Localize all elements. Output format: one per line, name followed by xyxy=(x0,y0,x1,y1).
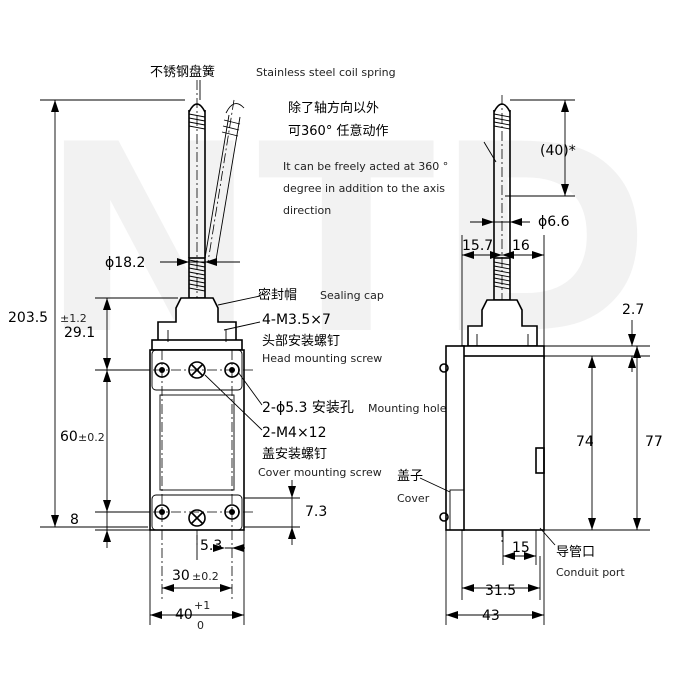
rotation-label-en-2: degree in addition to the axis xyxy=(283,182,445,195)
rotation-label-en-3: direction xyxy=(283,204,331,217)
rotation-label-cn-1: 除了轴方向以外 xyxy=(288,100,379,116)
mounting-hole-label-en: Mounting hole xyxy=(368,402,447,415)
dim-phi-6-6: ϕ6.6 xyxy=(538,214,570,230)
rotation-label-cn-2: 可360° 任意动作 xyxy=(288,123,388,139)
head-screw-label-cn: 头部安装螺钉 xyxy=(262,334,340,349)
spring-label-en: Stainless steel coil spring xyxy=(256,66,396,79)
dim-29-1: 29.1 xyxy=(64,325,95,341)
dim-203-5: 203.5 xyxy=(8,310,48,326)
head-screw-label-en: Head mounting screw xyxy=(262,352,382,365)
dim-40-star: (40)* xyxy=(540,143,576,159)
cover-screw-spec: 2-M4×12 xyxy=(262,425,327,441)
dim-43: 43 xyxy=(482,608,500,624)
dim-60: 60 xyxy=(60,429,78,445)
conduit-label-cn: 导管口 xyxy=(556,545,595,560)
mounting-hole-label-cn: 2-ϕ5.3 安装孔 xyxy=(262,400,354,416)
head-screw-spec: 4-M3.5×7 xyxy=(262,312,331,328)
cover-screw-label-en: Cover mounting screw xyxy=(258,466,382,479)
conduit-label-en: Conduit port xyxy=(556,566,625,579)
sealing-cap-label-cn: 密封帽 xyxy=(258,287,297,303)
side-dimensions xyxy=(419,99,650,625)
dim-31-5: 31.5 xyxy=(485,583,516,599)
cover-label-cn: 盖子 xyxy=(397,469,423,484)
dim-8: 8 xyxy=(70,512,79,528)
watermark-text: NTD xyxy=(40,90,651,392)
dim-40: 40 xyxy=(175,607,193,623)
dim-2-7: 2.7 xyxy=(622,302,644,318)
dim-phi-18-2: ϕ18.2 xyxy=(105,255,145,271)
dim-60-tol: ±0.2 xyxy=(78,431,105,444)
dim-74: 74 xyxy=(576,434,594,450)
dim-7-3: 7.3 xyxy=(305,504,327,520)
dim-15-7: 15.7 xyxy=(462,238,493,254)
dim-40-upper-tol: +1 xyxy=(194,599,210,612)
dim-30-tol: ±0.2 xyxy=(192,570,219,583)
cover-screw-label-cn: 盖安装螺钉 xyxy=(262,447,327,462)
spring-label-cn: 不锈钢盘簧 xyxy=(150,64,215,80)
dim-5-3: 5.3 xyxy=(200,538,222,554)
cover-label-en: Cover xyxy=(397,492,430,505)
dim-203-5-tol: ±1.2 xyxy=(60,312,87,325)
dim-16: 16 xyxy=(512,238,530,254)
sealing-cap-label-en: Sealing cap xyxy=(320,289,384,302)
rotation-label-en-1: It can be freely acted at 360 ° xyxy=(283,160,448,173)
dim-30: 30 xyxy=(172,568,190,584)
dim-15: 15 xyxy=(512,540,530,556)
front-view xyxy=(135,80,255,600)
dim-77: 77 xyxy=(645,434,663,450)
dim-40-lower-tol: 0 xyxy=(197,619,204,632)
front-dimensions xyxy=(40,80,300,625)
